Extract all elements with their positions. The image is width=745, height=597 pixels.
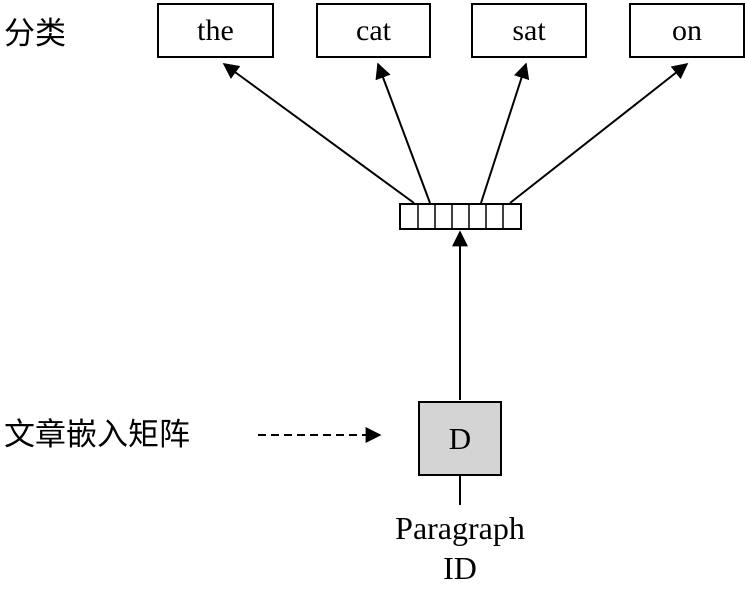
word-box-sat: sat <box>471 3 587 58</box>
arrow-to-on <box>509 63 689 204</box>
paragraph-id-line1: Paragraph <box>395 510 525 546</box>
paragraph-id-line2: ID <box>443 550 477 586</box>
arrow-to-the <box>222 63 415 204</box>
paragraph-matrix-d-box: D <box>418 401 502 476</box>
paragraph-vector <box>399 203 522 230</box>
classifier-label: 分类 <box>4 16 66 52</box>
paragraph-matrix-label: 文章嵌入矩阵 <box>4 417 190 453</box>
word-box-cat: cat <box>316 3 431 58</box>
paragraph-id-label: Paragraph ID <box>360 508 560 588</box>
arrow-to-sat <box>480 62 530 204</box>
word-box-the: the <box>157 3 274 58</box>
arrow-to-cat <box>375 62 431 204</box>
word-box-on: on <box>629 3 745 58</box>
